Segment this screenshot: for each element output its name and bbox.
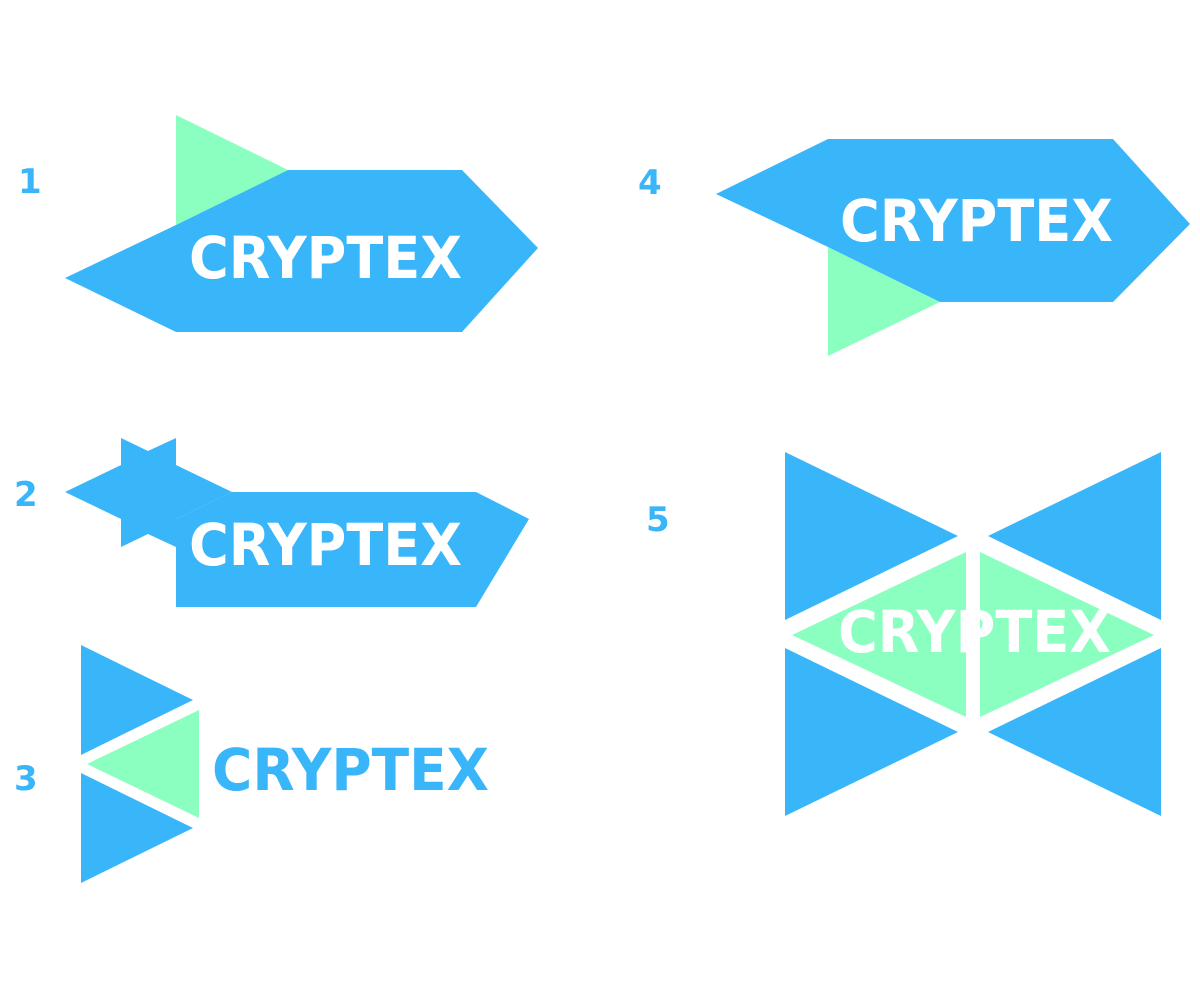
- variant-3-green-triangle: [87, 710, 199, 818]
- variant-5-left-green-triangle: [792, 552, 966, 717]
- variant-5-top-left-blue-triangle: [785, 452, 958, 620]
- logo-variant-1: 1 CRYPTEX: [18, 115, 538, 332]
- logo-variant-3: 3 CRYPTEX: [14, 645, 489, 883]
- variant-number-4: 4: [638, 163, 662, 203]
- variant-2-blue-banner: [176, 492, 529, 607]
- variant-1-blue-banner: [65, 170, 538, 332]
- variant-3-bottom-blue-triangle: [81, 773, 193, 883]
- variant-3-wordmark: CRYPTEX: [212, 736, 489, 804]
- logo-variant-2: 2 CRYPTEX: [14, 438, 529, 607]
- logo-variant-5: 5 CRYPTEX: [646, 452, 1161, 816]
- logo-variant-4: 4 CRYPTEX: [638, 139, 1190, 356]
- variant-4-green-triangle: [828, 247, 940, 356]
- variant-1-wordmark: CRYPTEX: [189, 224, 462, 292]
- variant-4-wordmark: CRYPTEX: [840, 187, 1113, 255]
- variant-1-green-triangle: [176, 115, 288, 225]
- variant-number-2: 2: [14, 475, 38, 515]
- variant-5-wordmark: CRYPTEX: [838, 598, 1111, 666]
- variant-5-bottom-right-blue-triangle: [988, 648, 1161, 816]
- variant-number-1: 1: [18, 162, 42, 202]
- variant-number-5: 5: [646, 500, 670, 540]
- variant-5-bottom-left-blue-triangle: [785, 648, 958, 816]
- variant-number-3: 3: [14, 759, 38, 799]
- variant-4-blue-banner: [716, 139, 1190, 302]
- variant-2-wordmark: CRYPTEX: [189, 511, 462, 579]
- variant-5-top-right-blue-triangle: [988, 452, 1161, 620]
- variant-3-top-blue-triangle: [81, 645, 193, 755]
- variant-2-star-shape: [65, 438, 232, 547]
- variant-5-right-green-triangle: [980, 552, 1154, 717]
